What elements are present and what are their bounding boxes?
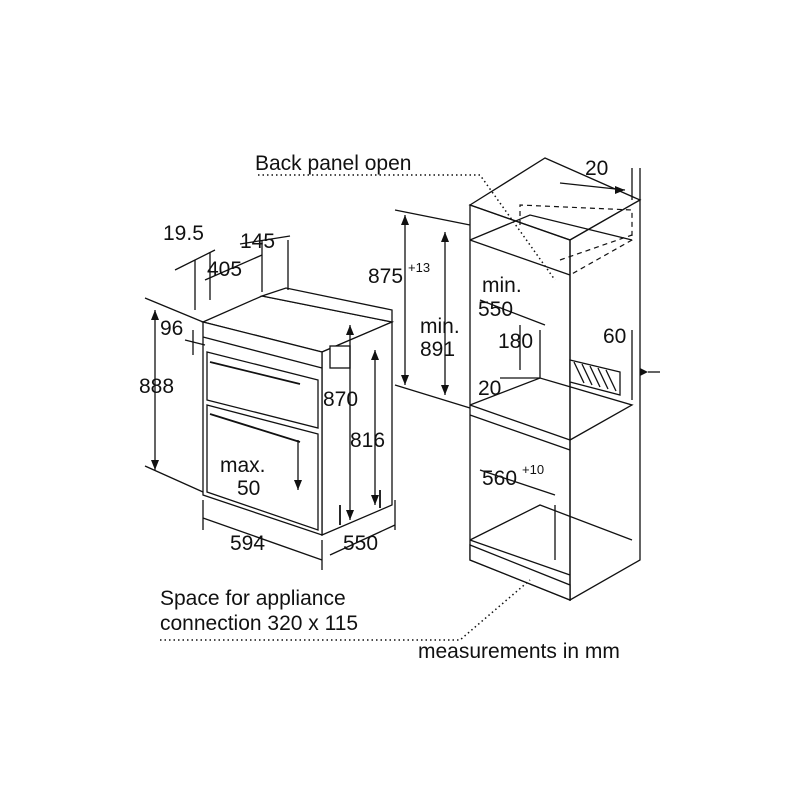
label-min-891-a: min. — [420, 315, 460, 338]
cabinet-shelf-top — [469, 239, 571, 276]
oven-vent — [329, 345, 351, 369]
dim-594-line — [202, 517, 323, 561]
dim-145-line — [239, 235, 291, 245]
oven-panel-line — [202, 336, 323, 369]
label-560: 560 — [482, 467, 517, 490]
cabinet-inner-top — [469, 214, 633, 241]
oven-back-housing — [259, 287, 393, 323]
cabinet-drawing — [468, 157, 642, 602]
cabinet-inner-dashed — [519, 204, 633, 276]
label-min-550-a: min. — [482, 274, 522, 297]
cabinet-plinth — [469, 544, 571, 601]
label-20-mid: 20 — [478, 377, 501, 400]
cabinet-inner-dashed — [559, 234, 633, 261]
label-units: measurements in mm — [418, 640, 620, 663]
cutout-hatch — [573, 361, 617, 392]
cabinet-inner-bottom — [469, 504, 633, 541]
cabinet-shelf-mid — [469, 404, 571, 441]
dim-ext — [394, 209, 471, 226]
labels: Back panel open 20 19.5 145 405 875 +13 … — [139, 152, 626, 663]
cabinet-shelf-bottom — [469, 539, 571, 576]
dim-888-ext-bot — [144, 465, 204, 493]
label-20-top: 20 — [585, 157, 608, 180]
label-875-sup: +13 — [408, 260, 430, 275]
oven-drawing — [201, 287, 395, 536]
label-space-a: Space for appliance — [160, 587, 346, 610]
label-875: 875 — [368, 265, 403, 288]
label-180: 180 — [498, 330, 533, 353]
label-870: 870 — [323, 388, 358, 411]
label-145: 145 — [240, 230, 275, 253]
cabinet-dimensions — [394, 168, 660, 496]
leader-back-panel — [258, 174, 556, 281]
dim-96-ext — [184, 339, 206, 346]
dim-888-ext-top — [144, 297, 204, 323]
label-max-50-a: max. — [220, 454, 266, 477]
label-550: 550 — [343, 532, 378, 555]
cabinet-inner-mid — [469, 377, 634, 441]
label-96: 96 — [160, 317, 183, 340]
dim-ext — [394, 384, 471, 409]
label-560-sup: +10 — [522, 462, 544, 477]
label-min-891-b: 891 — [420, 338, 455, 361]
arrow-heads — [151, 186, 648, 520]
dim-550-line — [329, 524, 396, 556]
label-60: 60 — [603, 325, 626, 348]
leader-lines — [160, 174, 556, 641]
dim-550-min-line — [479, 299, 546, 326]
label-back-panel: Back panel open — [255, 152, 411, 175]
label-816: 816 — [350, 429, 385, 452]
label-min-550-b: 550 — [478, 298, 513, 321]
label-max-50-b: 50 — [237, 477, 260, 500]
label-888: 888 — [139, 375, 174, 398]
dim-405-line — [204, 254, 263, 281]
oven-front-face — [202, 321, 323, 536]
oven-lower-door — [206, 404, 319, 531]
label-19-5: 19.5 — [163, 222, 204, 245]
cabinet-shelf-mid-b — [469, 414, 571, 451]
dim-20-top-line — [559, 182, 626, 191]
leader-space-connection — [160, 579, 531, 641]
oven-upper-handle — [209, 361, 301, 385]
label-405: 405 — [207, 258, 242, 281]
oven-dimensions — [144, 235, 396, 570]
label-space-b: connection 320 x 115 — [160, 612, 358, 635]
oven-upper-door — [206, 351, 319, 429]
oven-lower-handle — [209, 413, 301, 443]
label-594: 594 — [230, 532, 265, 555]
dim-560-line — [479, 469, 556, 496]
cabinet-side-face — [569, 198, 641, 602]
